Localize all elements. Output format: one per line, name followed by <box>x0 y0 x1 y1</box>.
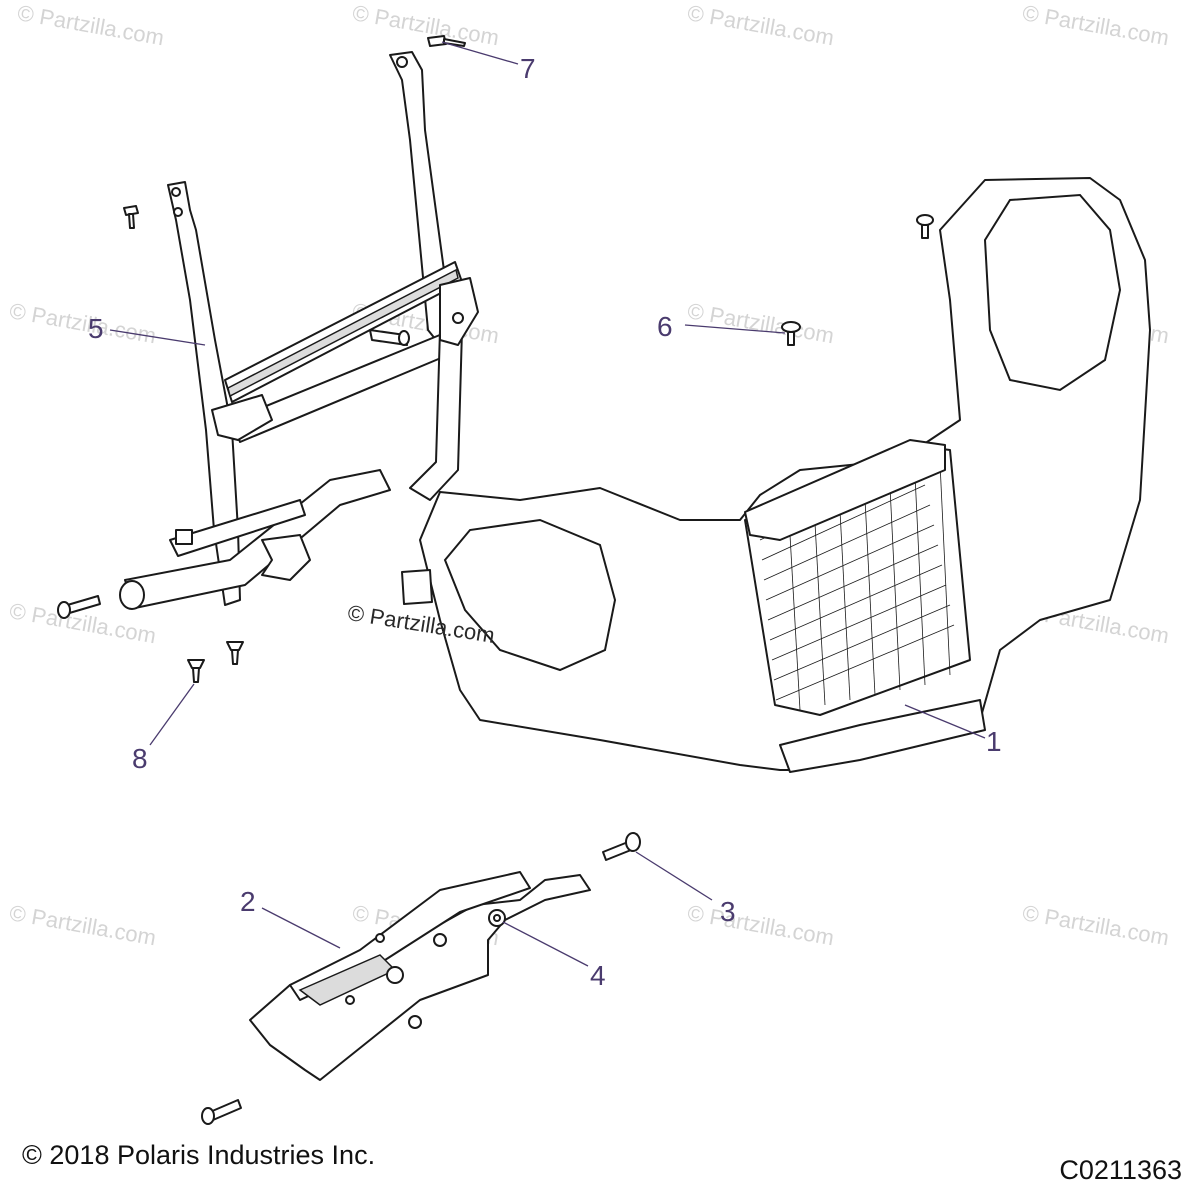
diagram-code: C0211363 <box>1059 1155 1182 1185</box>
callout-8: 8 <box>132 743 148 774</box>
callout-3: 3 <box>720 896 736 927</box>
leader-lines <box>109 41 986 967</box>
callout-4: 4 <box>590 960 606 991</box>
callout-7: 7 <box>520 53 536 84</box>
callout-6: 6 <box>657 311 673 342</box>
callout-2: 2 <box>240 886 256 917</box>
callout-1: 1 <box>986 726 1002 757</box>
fasteners <box>57 35 934 1125</box>
bracket-part-2 <box>249 871 591 1081</box>
callout-5: 5 <box>88 313 104 344</box>
bumper-frame-part-5 <box>119 51 479 610</box>
front-bumper-part-1 <box>401 177 1151 773</box>
copyright-notice: © 2018 Polaris Industries Inc. <box>22 1140 376 1170</box>
